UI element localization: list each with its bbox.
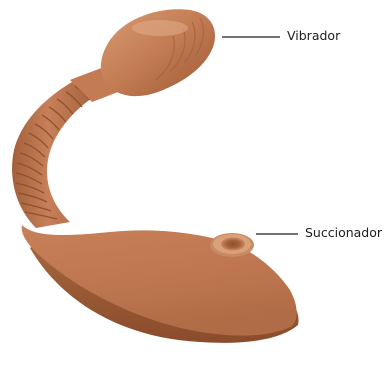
label-vibrador: Vibrador bbox=[287, 30, 340, 43]
suction-cup-hole bbox=[221, 238, 245, 251]
head-highlight bbox=[132, 20, 188, 36]
label-succionador: Succionador bbox=[305, 227, 382, 240]
